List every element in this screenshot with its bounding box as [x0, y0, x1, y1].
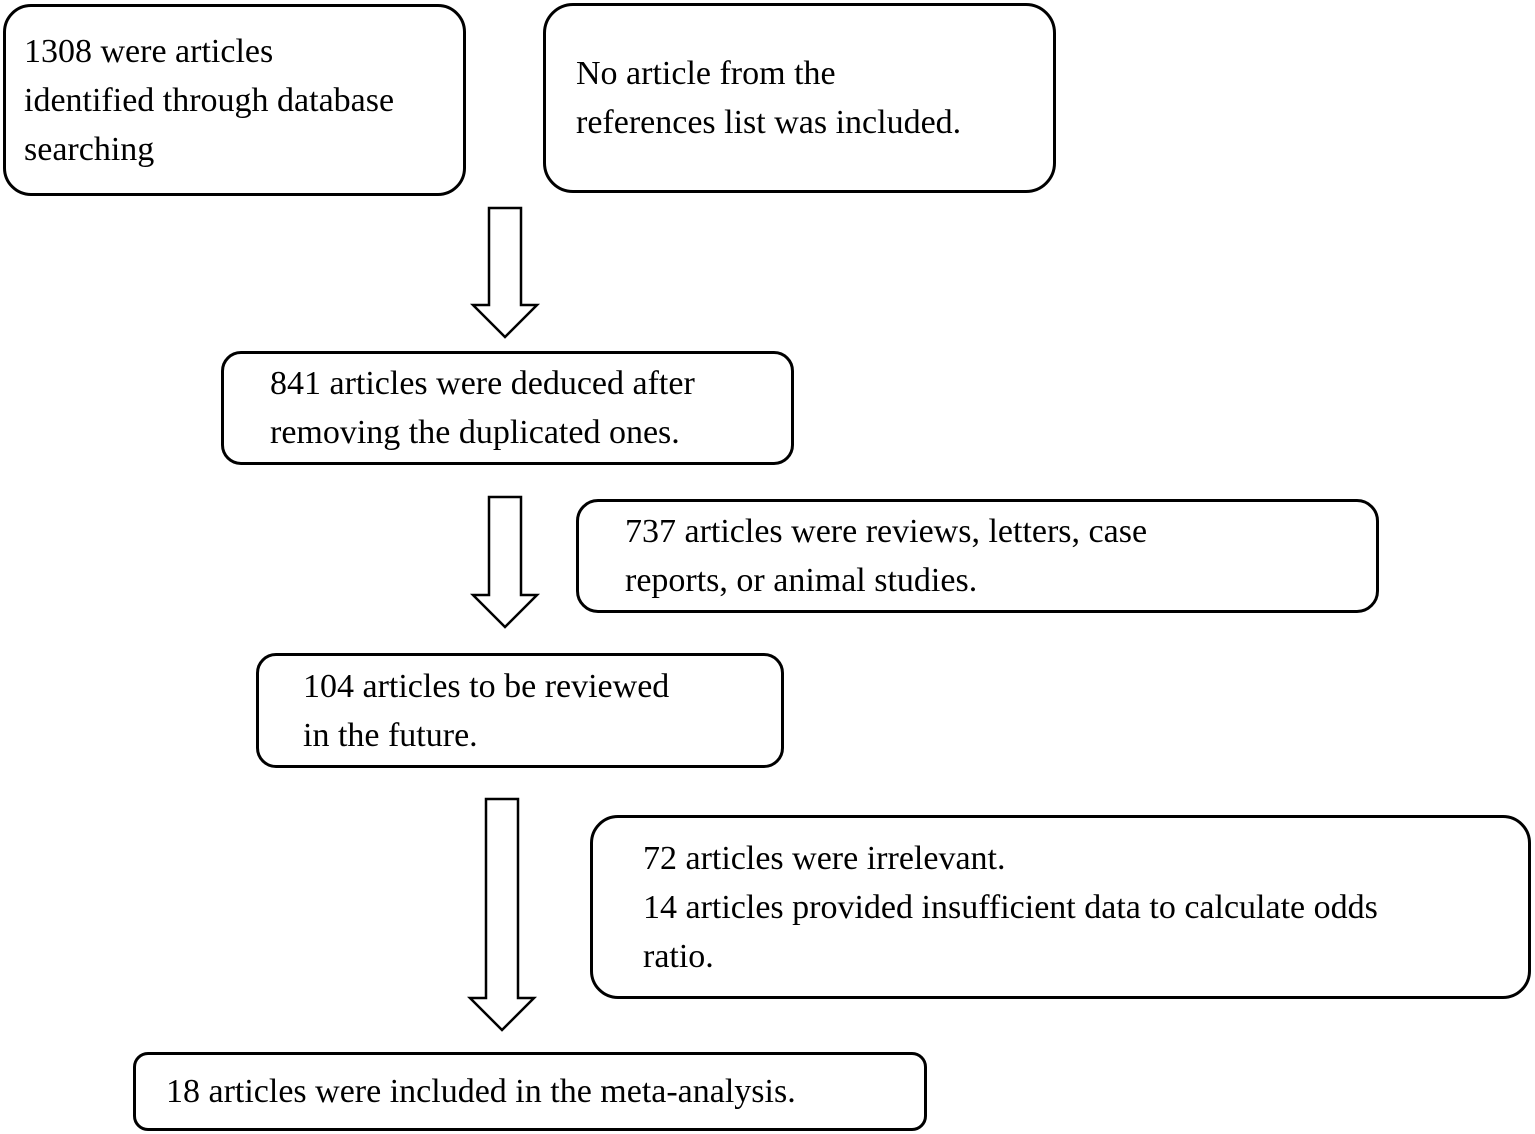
box-text-line: 737 articles were reviews, letters, case: [625, 513, 1148, 550]
box-text-line: 841 articles were deduced after: [270, 365, 695, 402]
box-text-line: in the future.: [303, 716, 478, 754]
box-text-line: 14 articles provided insufficient data t…: [643, 888, 1378, 926]
box-text-line: references list was included.: [576, 104, 962, 141]
box-text-line: ratio.: [643, 937, 714, 975]
box-text-line: identified through database: [24, 81, 395, 119]
box-articles-identified: 1308 were articles identified through da…: [3, 4, 466, 196]
box-excluded-article-types: 737 articles were reviews, letters, case…: [576, 499, 1379, 613]
box-no-reference-articles: No article from the references list was …: [543, 3, 1056, 193]
box-text-line: No article from the: [576, 55, 836, 92]
box-text-line: 72 articles were irrelevant.: [643, 839, 1006, 877]
box-excluded-irrelevant-insufficient: 72 articles were irrelevant. 14 articles…: [590, 815, 1531, 999]
box-text-line: removing the duplicated ones.: [270, 414, 680, 451]
box-text-line: searching: [24, 130, 155, 168]
box-text-line: reports, or animal studies.: [625, 562, 978, 599]
box-text-line: 18 articles were included in the meta-an…: [166, 1073, 796, 1110]
box-articles-for-future-review: 104 articles to be reviewed in the futur…: [256, 653, 784, 768]
box-text-line: 1308 were articles: [24, 32, 274, 70]
box-articles-included: 18 articles were included in the meta-an…: [133, 1052, 927, 1131]
box-after-deduplication: 841 articles were deduced after removing…: [221, 351, 794, 465]
down-arrow-icon: [467, 797, 537, 1032]
down-arrow-icon: [470, 206, 540, 339]
down-arrow-icon: [470, 495, 540, 629]
box-text-line: 104 articles to be reviewed: [303, 667, 670, 705]
